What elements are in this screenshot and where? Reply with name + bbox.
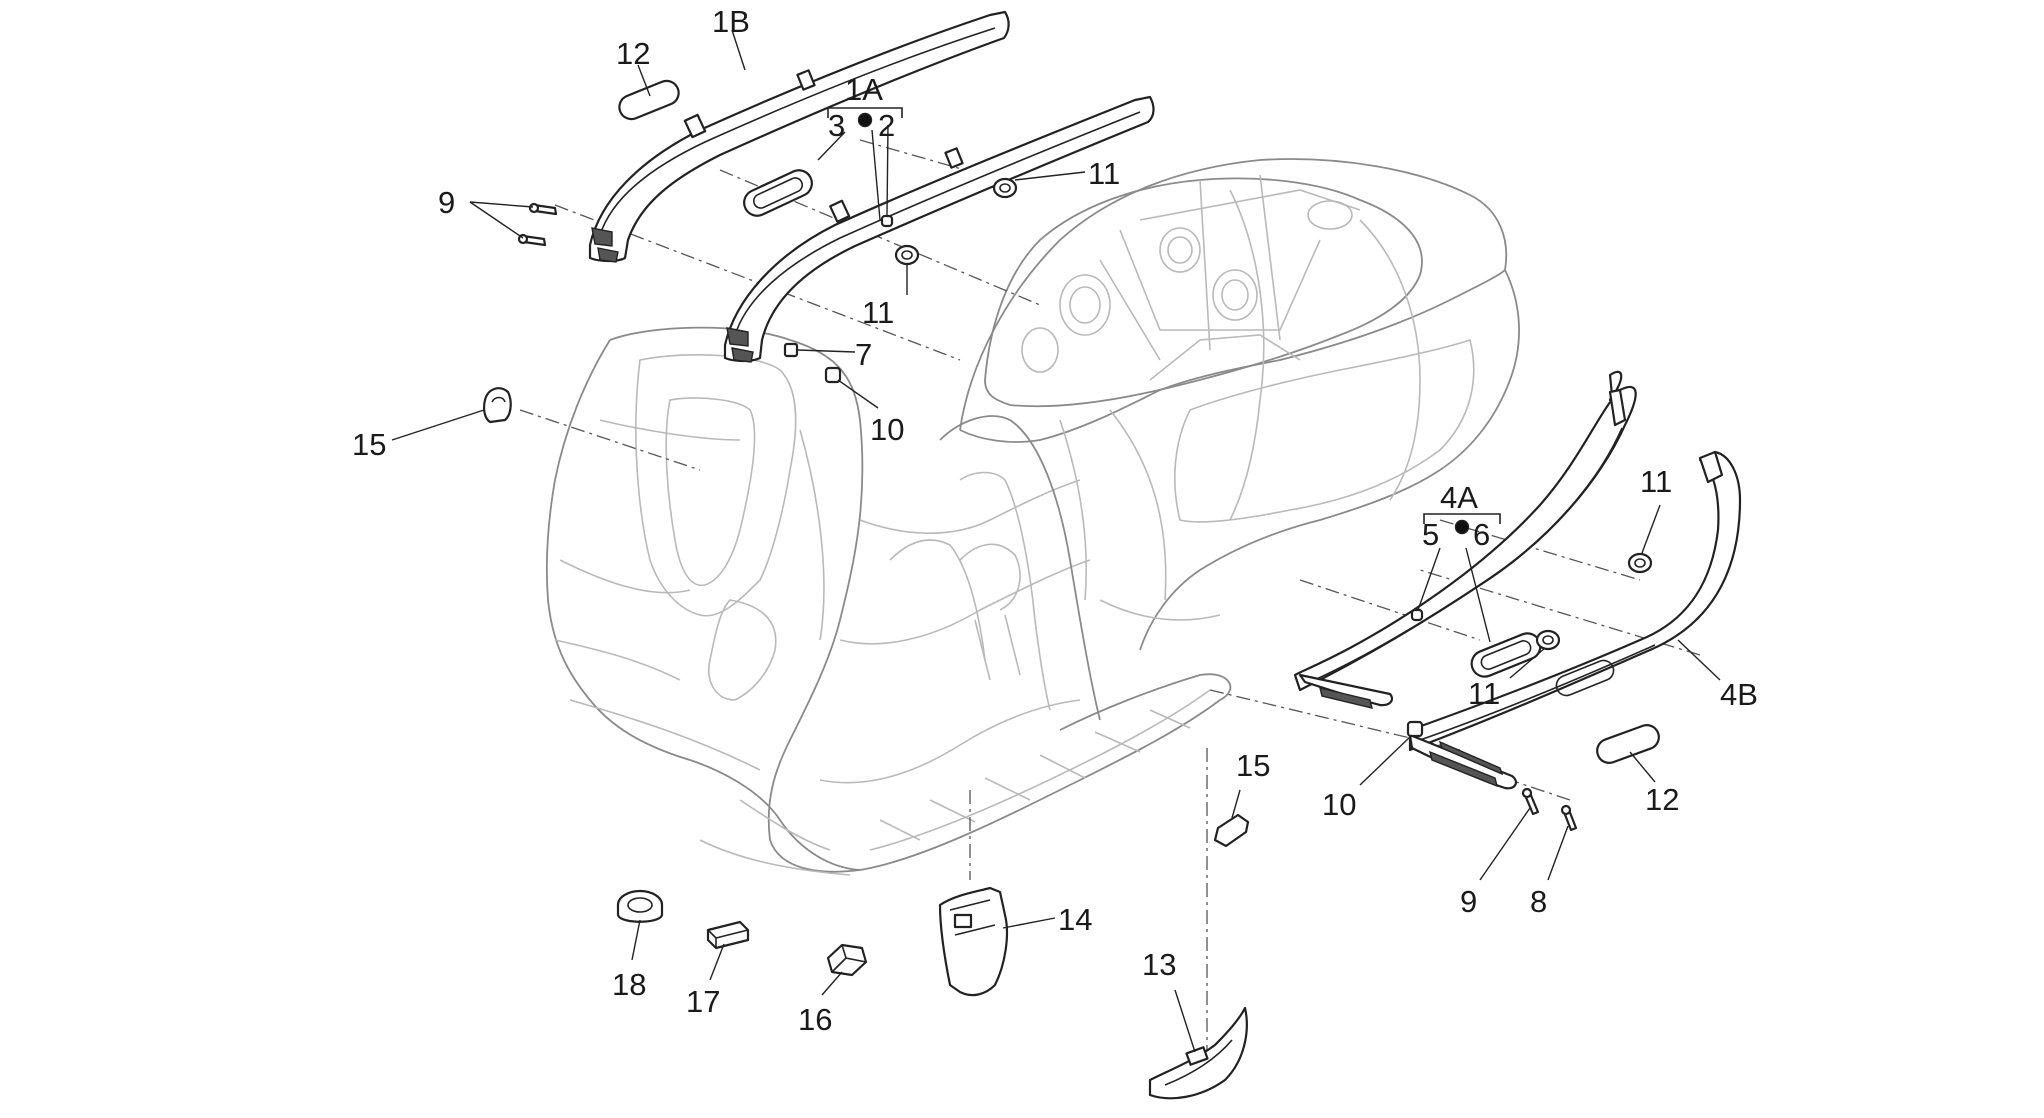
callout-15: 15 [1236, 748, 1270, 783]
callout-16: 16 [798, 1002, 832, 1037]
part-4a-trim [1293, 370, 1637, 709]
callout-11: 11 [1640, 464, 1672, 499]
callout-8: 8 [1530, 884, 1547, 919]
part-4b-trim [1408, 450, 1742, 790]
callout-7: 7 [855, 337, 872, 372]
callout-15: 15 [352, 427, 386, 462]
callout-12: 12 [1645, 782, 1679, 817]
part-16-block [826, 943, 868, 977]
callout-1a: 1A [845, 72, 883, 107]
part-12-badge-upper [618, 79, 680, 121]
part-11-grommet-d [1535, 629, 1561, 651]
part-12-badge-lower [1596, 724, 1660, 764]
part-17-pad [706, 920, 750, 950]
callout-14: 14 [1058, 902, 1092, 937]
callout-11: 11 [1088, 156, 1120, 191]
part-3-badge [743, 169, 813, 217]
part-5-clip [1410, 608, 1424, 622]
callout-17: 17 [686, 984, 720, 1019]
part-7-clip [783, 342, 799, 358]
callout-9: 9 [1460, 884, 1477, 919]
callout-12: 12 [616, 36, 650, 71]
scooter-body-frame [545, 158, 1520, 876]
callout-4b: 4B [1720, 677, 1758, 712]
part-15-cap-right [1213, 813, 1250, 848]
part-2-clip [880, 214, 894, 228]
part-9-screw-lower [1521, 787, 1540, 816]
callout-13: 13 [1142, 947, 1176, 982]
part-8-screw [1560, 804, 1578, 832]
part-15-cap-left [482, 387, 512, 424]
part-6-badge [1470, 632, 1542, 678]
callout-5: 5 [1422, 517, 1439, 552]
callout-6: 6 [1473, 517, 1490, 552]
callout-9: 9 [438, 185, 455, 220]
part-11-grommet-c [1627, 552, 1653, 574]
assembly-bracket-1a [827, 107, 903, 128]
part-10-block-upper [824, 366, 842, 384]
callout-10: 10 [1322, 787, 1356, 822]
part-11-grommet-b [894, 244, 920, 266]
part-11-grommet-a [992, 177, 1018, 199]
part-1a-trim [723, 95, 1155, 363]
part-9-screws-upper [517, 202, 558, 247]
callout-labels: 1B 12 1A 3 2 9 11 11 7 10 15 4A 5 6 11 1… [352, 4, 1758, 1037]
callout-1b: 1B [712, 4, 750, 39]
leader-lines [391, 29, 1721, 1053]
callout-10: 10 [870, 412, 904, 447]
part-14-bracket [938, 886, 1009, 997]
part-13-bracket [1148, 1006, 1248, 1100]
part-18-grommet [616, 889, 664, 923]
callout-2: 2 [878, 108, 895, 143]
assembly-bracket-4a [1423, 513, 1501, 535]
callout-11: 11 [862, 295, 894, 330]
part-1b-trim [588, 10, 1010, 263]
callout-11: 11 [1468, 676, 1500, 711]
callout-18: 18 [612, 967, 646, 1002]
part-10-block-lower [1406, 720, 1424, 738]
callout-3: 3 [828, 108, 845, 143]
callout-4a: 4A [1440, 480, 1478, 515]
